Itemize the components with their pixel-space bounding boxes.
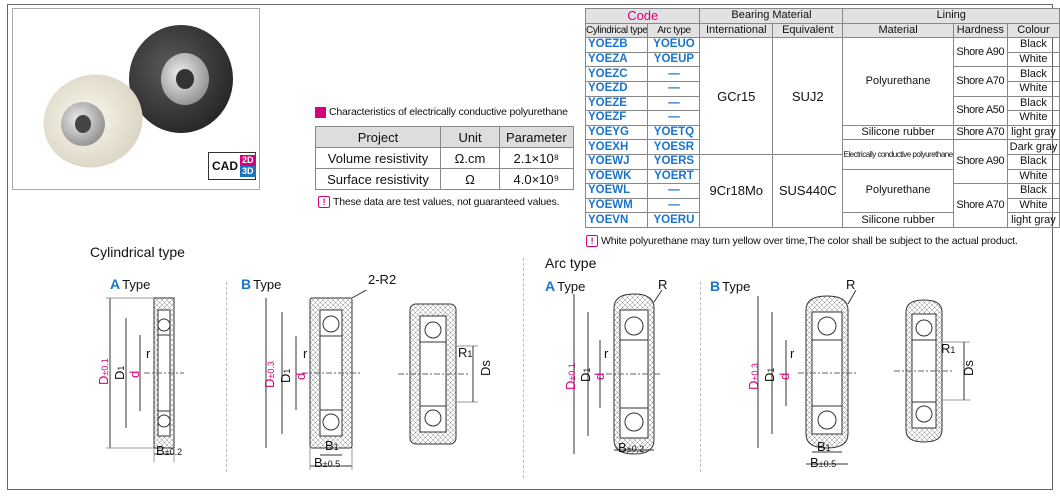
- dim-Ds: Ds: [961, 360, 976, 376]
- dim-D: D±0.3: [262, 361, 277, 388]
- table-row: YOEZC — Shore A70 Black: [584, 66, 1060, 97]
- divider: [700, 282, 701, 472]
- dim-B: B±0.2: [156, 443, 183, 458]
- dim-D: D±0.1: [563, 363, 578, 390]
- dim-R: R: [658, 277, 668, 292]
- divider: [226, 282, 227, 472]
- table-row: YOEZF — White: [584, 110, 1060, 126]
- dim-r: r: [146, 346, 151, 361]
- bearing-spec-table: Code Bearing Material Lining Cylindrical…: [584, 8, 1060, 228]
- dim-B1: B1: [817, 439, 831, 454]
- arc-type-title: Arc type: [545, 255, 597, 271]
- table-row: Volume resistivity Ω.cm 2.1×10⁸: [315, 147, 574, 169]
- dim-r: r: [790, 346, 795, 361]
- dim-r: r: [303, 346, 308, 361]
- page-frame: [7, 4, 1053, 490]
- dim-d: d: [777, 372, 792, 380]
- dim-B: B±0.5: [314, 455, 341, 470]
- dim-r: r: [604, 346, 609, 361]
- dim-D1: D1: [578, 367, 593, 382]
- wheels-illustration: [43, 25, 233, 168]
- arc-a-drawing: [573, 290, 663, 455]
- dim-D1: D1: [112, 365, 127, 380]
- table-row: YOEZB YOEUO GCr15 SUJ2 Polyurethane Shor…: [584, 37, 1060, 155]
- table-row: YOEYG YOETQ Silicone rubber Shore A70 li…: [584, 124, 1060, 141]
- dim-2-R2: 2-R2: [368, 272, 397, 287]
- dim-B1: B1: [325, 438, 339, 453]
- dim-B: B±0.2: [618, 440, 645, 455]
- cyl-b-drawing: [265, 290, 478, 470]
- characteristics-title: Characteristics of electrically conducti…: [315, 106, 568, 118]
- cyl-a-drawing: [106, 297, 184, 462]
- dim-d: d: [592, 372, 607, 380]
- dim-R: R: [846, 277, 856, 292]
- dim-Ds: Ds: [478, 360, 493, 376]
- dim-D: D±0.1: [96, 358, 111, 385]
- table-row: YOEVN YOERU Silicone rubber light gray: [584, 212, 1060, 228]
- table-row: Surface resistivity Ω 4.0×10⁹: [315, 168, 574, 190]
- dim-D1: D1: [762, 367, 777, 382]
- dim-R1: R1: [458, 345, 473, 360]
- dim-D: D±0.3: [746, 363, 761, 390]
- table-row: YOEZE — Shore A50 Black: [584, 95, 1060, 126]
- arc-b-drawing: [757, 290, 970, 465]
- cylindrical-type-title: Cylindrical type: [90, 244, 185, 260]
- dim-D1: D1: [278, 368, 293, 383]
- table-row: YOEWM — White: [584, 197, 1060, 214]
- colour-note: ! White polyurethane may turn yellow ove…: [586, 235, 1018, 247]
- dim-d: d: [127, 370, 142, 378]
- characteristics-table: Project Unit Parameter Volume resistivit…: [315, 126, 574, 190]
- cad-badge[interactable]: CAD 2D 3D: [208, 152, 256, 180]
- table-row: YOEWL — Shore A70 Black: [584, 183, 1060, 228]
- table-row: YOEZD — White: [584, 80, 1060, 97]
- divider: [523, 258, 524, 478]
- dim-d: d: [293, 372, 308, 380]
- square-bullet-icon: [315, 106, 326, 118]
- dim-R1: R1: [941, 341, 956, 356]
- table-row: YOEXH YOESR Electrically conductive poly…: [584, 139, 1060, 185]
- warning-icon: !: [586, 235, 598, 247]
- characteristics-note: ! These data are test values, not guaran…: [318, 196, 560, 208]
- warning-icon: !: [318, 196, 330, 208]
- dim-B: B±0.5: [810, 455, 837, 470]
